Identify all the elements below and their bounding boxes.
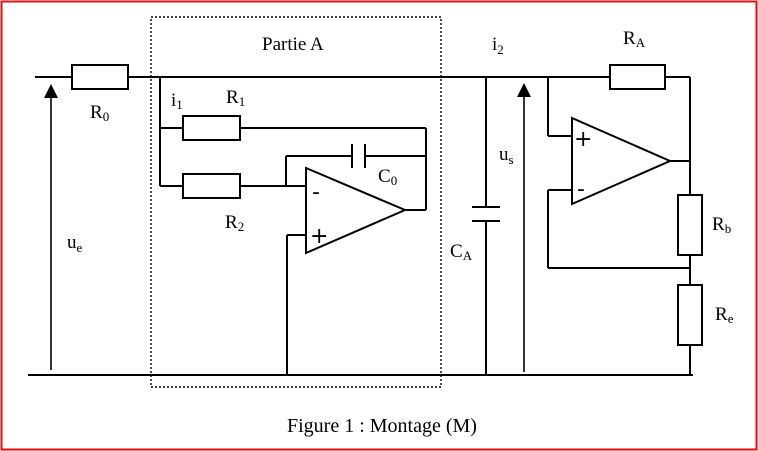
resistor-r1 — [182, 115, 241, 141]
label-c0: C0 — [378, 166, 397, 188]
label-ra: RA — [623, 28, 646, 50]
label-us: us — [499, 144, 514, 167]
capacitor-ca — [472, 206, 500, 222]
partie-a-box — [150, 16, 442, 388]
label-r0: R0 — [90, 102, 109, 124]
opamp-b — [571, 116, 673, 206]
capacitor-c0 — [351, 144, 366, 168]
label-ca: CA — [450, 241, 473, 263]
resistor-re — [677, 284, 703, 346]
label-rb: Rb — [712, 214, 731, 236]
us-arrow — [517, 83, 531, 372]
partie-a-label: Partie A — [262, 34, 324, 55]
opamp-a — [305, 166, 408, 255]
opamp-a-minus: - — [312, 180, 320, 205]
ue-arrow — [44, 84, 58, 370]
label-i1: i1 — [171, 90, 183, 112]
figure-caption: Figure 1 : Montage (M) — [287, 415, 477, 437]
opamp-b-plus: + — [574, 127, 592, 152]
label-ue: ue — [67, 232, 83, 255]
opamp-b-minus: - — [577, 177, 585, 202]
opamp-a-plus: + — [310, 224, 328, 249]
resistor-r2 — [182, 173, 241, 199]
resistor-r0 — [71, 64, 129, 90]
label-r2: R2 — [225, 212, 244, 234]
resistor-ra — [609, 64, 666, 90]
resistor-rb — [677, 194, 703, 256]
label-re: Re — [715, 304, 734, 326]
label-i2: i2 — [492, 34, 504, 57]
label-r1: R1 — [226, 87, 245, 109]
wires — [28, 76, 693, 376]
